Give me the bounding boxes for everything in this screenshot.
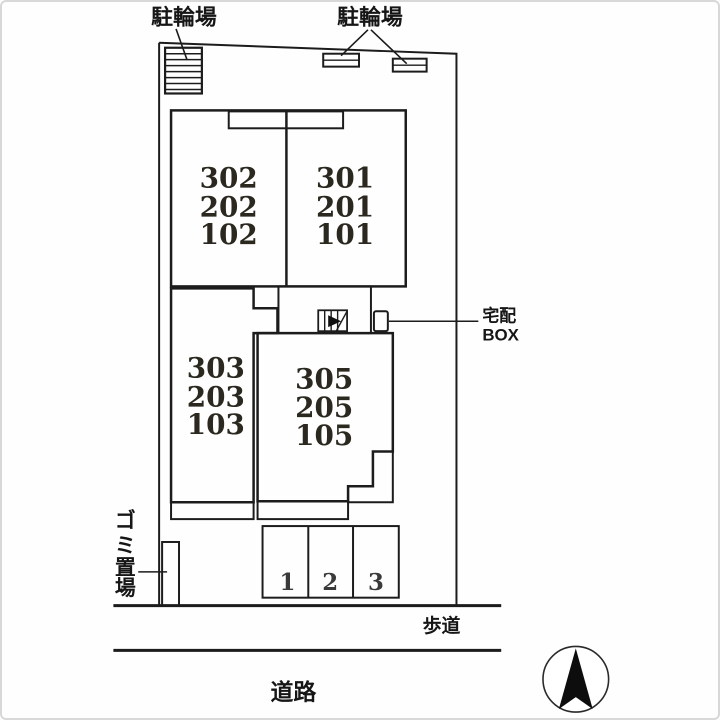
svg-text:ゴ: ゴ — [115, 509, 136, 533]
garbage-area: ゴ ミ 置 場 — [115, 509, 181, 607]
unit-number: 105 — [295, 419, 353, 452]
stairwell — [277, 285, 372, 335]
unit-number: 301 — [316, 162, 374, 195]
garbage-enclosure — [161, 540, 181, 607]
parking-stalls: 1 2 3 — [261, 525, 400, 599]
unit-number: 101 — [316, 218, 374, 251]
building-block-lower-right: 305 205 105 — [256, 331, 395, 504]
bicycle-rack-left — [163, 28, 203, 95]
bicycle-racks-right — [322, 29, 428, 73]
unit-number: 102 — [200, 218, 258, 251]
parking-space-number: 3 — [368, 570, 384, 596]
parking-space-number: 2 — [322, 570, 338, 596]
unit-number: 201 — [316, 190, 374, 223]
svg-text:場: 場 — [115, 577, 136, 600]
unit-label-301-201-101: 301 201 101 — [316, 162, 374, 252]
delivery-box-label-line2: BOX — [482, 326, 519, 345]
building-block-upper: 302 202 102 301 201 101 — [169, 109, 407, 288]
unit-number: 305 — [295, 362, 353, 395]
road-label: 道路 — [271, 679, 317, 705]
unit-number: 203 — [187, 380, 245, 413]
building-block-lower-left: 303 203 103 — [169, 287, 279, 504]
north-compass-icon — [542, 645, 610, 713]
leader-line-bicycle-left — [175, 28, 188, 60]
bicycle-parking-label-right: 駐輪場 — [337, 4, 403, 29]
porch-step-right — [347, 450, 394, 504]
unit-number: 202 — [200, 190, 258, 223]
sidewalk-label: 歩道 — [423, 614, 461, 637]
parking-space-number: 1 — [279, 570, 295, 596]
unit-number: 205 — [295, 391, 353, 424]
unit-number: 302 — [200, 162, 258, 195]
porch-strip-left — [170, 501, 255, 521]
stairs-icon — [317, 309, 348, 333]
parking-outline — [261, 525, 400, 599]
bicycle-rack-hatch — [165, 52, 202, 91]
boundary-top-right — [159, 41, 458, 606]
porch-strip-right — [256, 500, 350, 521]
site-boundary — [158, 41, 458, 606]
parking-dividers — [307, 526, 355, 598]
garbage-area-label: ゴ ミ 置 場 — [115, 509, 136, 601]
bicycle-parking-label-left: 駐輪場 — [151, 4, 217, 29]
delivery-box-icon — [372, 310, 389, 333]
unit-label-303-203-103: 303 203 103 — [187, 351, 245, 441]
delivery-box-label-line1: 宅配 — [482, 306, 516, 326]
unit-label-302-202-102: 302 202 102 — [200, 162, 258, 252]
delivery-box — [372, 310, 479, 333]
leader-lines-bicycle-right — [340, 29, 408, 65]
sidewalk-road — [113, 604, 502, 652]
svg-text:ミ: ミ — [115, 534, 136, 557]
svg-text:置: 置 — [115, 556, 136, 579]
unit-label-305-205-105: 305 205 105 — [295, 362, 353, 452]
unit-number: 303 — [187, 351, 245, 384]
unit-number: 103 — [187, 408, 245, 441]
